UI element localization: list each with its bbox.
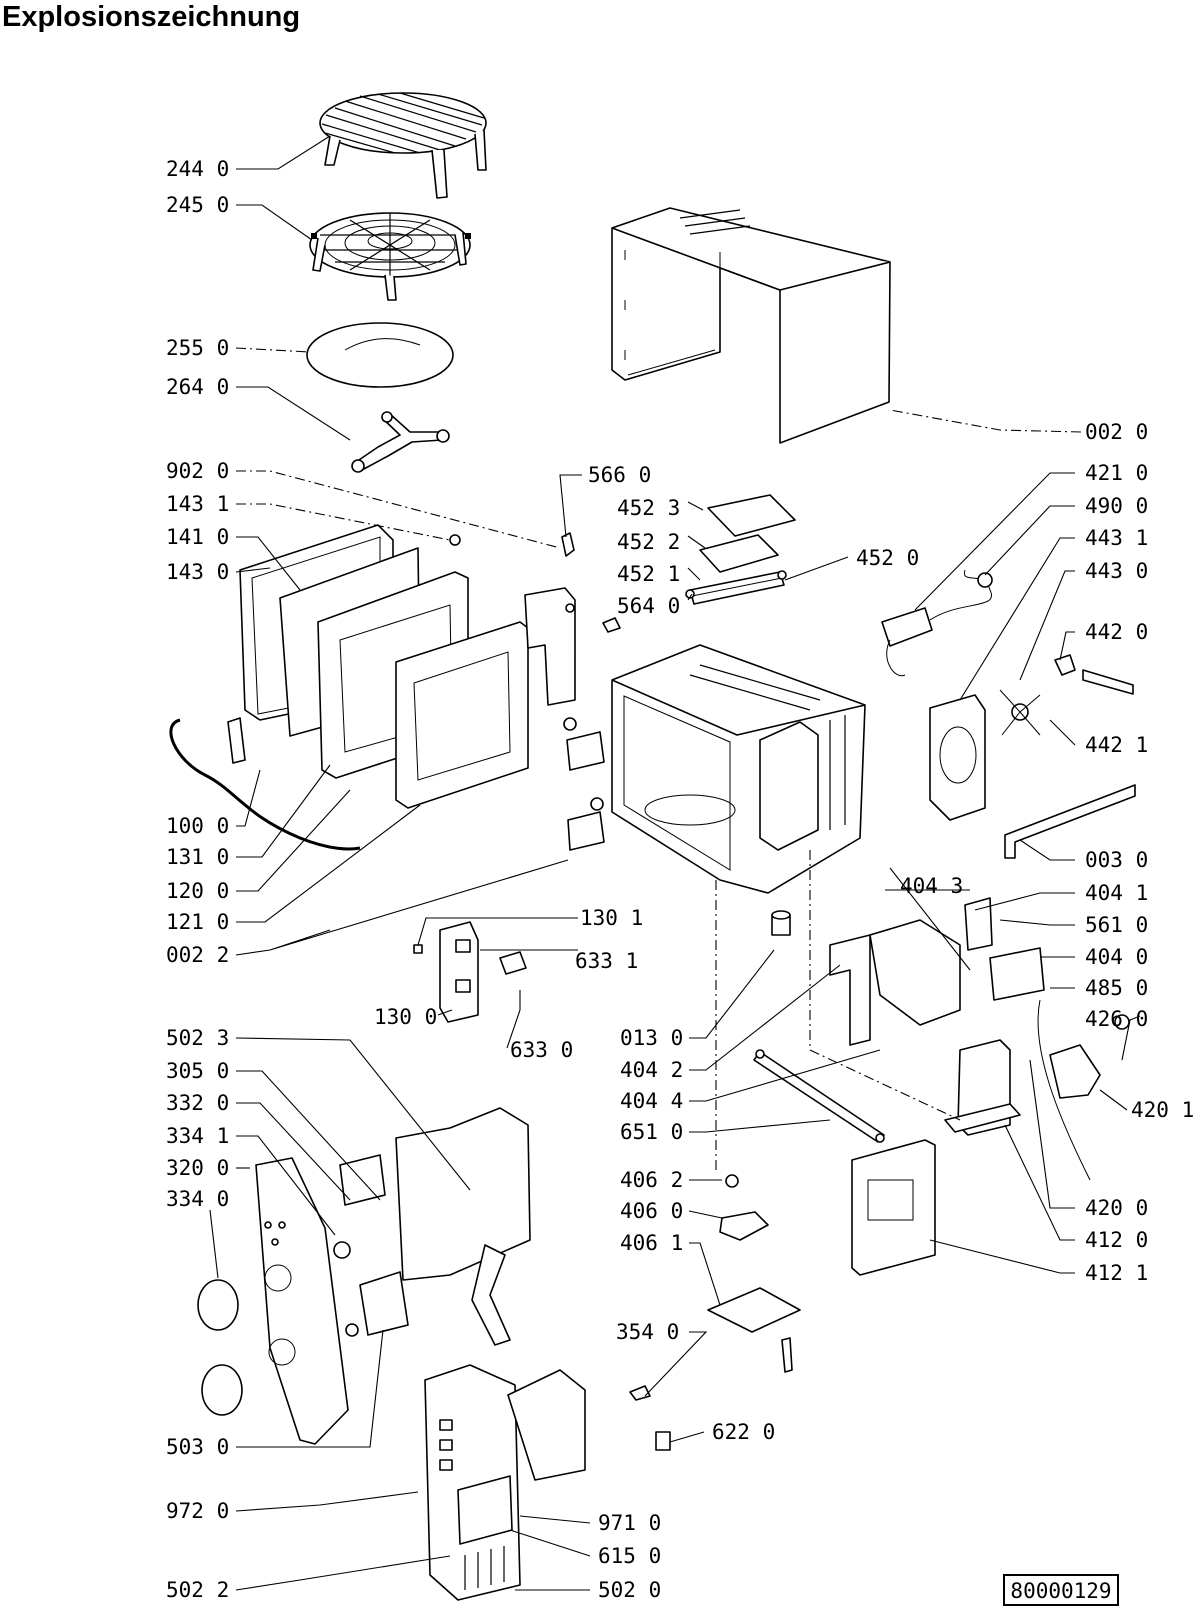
part-capacitor-420	[1037, 999, 1130, 1181]
part-glass-plate-255	[306, 322, 454, 388]
label-502-2: 502 2	[166, 1578, 229, 1602]
label-420-0: 420 0	[1085, 1196, 1148, 1220]
part-lamp-354	[629, 1385, 671, 1451]
label-426: 426 0	[1085, 1007, 1148, 1031]
label-490: 490 0	[1085, 494, 1148, 518]
drawing-number-box: 80000129	[1003, 1574, 1119, 1606]
leader-lines	[209, 135, 1141, 1591]
part-interlock-switches-130	[413, 921, 527, 1023]
part-stirrer-406	[707, 1174, 801, 1373]
label-120: 120 0	[166, 879, 229, 903]
part-rack-245	[309, 212, 471, 301]
label-971: 971 0	[598, 1511, 661, 1535]
label-406-2: 406 2	[620, 1168, 683, 1192]
part-door-assembly	[169, 524, 529, 851]
label-245: 245 0	[166, 193, 229, 217]
label-615: 615 0	[598, 1544, 661, 1568]
part-grill-452	[685, 494, 796, 605]
label-566: 566 0	[588, 463, 651, 487]
label-404-2: 404 2	[620, 1058, 683, 1082]
label-622: 622 0	[712, 1420, 775, 1444]
label-002-2: 002 2	[166, 943, 229, 967]
label-452-2: 452 2	[617, 530, 680, 554]
label-485: 485 0	[1085, 976, 1148, 1000]
label-320: 320 0	[166, 1156, 229, 1180]
label-502-0: 502 0	[598, 1578, 661, 1602]
label-334-1: 334 1	[166, 1124, 229, 1148]
part-hinge-plates	[563, 717, 605, 851]
part-housing-002	[611, 207, 891, 444]
part-switch-566	[561, 532, 621, 633]
label-421: 421 0	[1085, 461, 1148, 485]
label-404-3: 404 3	[900, 874, 963, 898]
label-503: 503 0	[166, 1435, 229, 1459]
part-roller-support-264	[351, 411, 450, 473]
label-354: 354 0	[616, 1320, 679, 1344]
part-rack-244	[319, 92, 487, 199]
label-143-1: 143 1	[166, 492, 229, 516]
label-420-1: 420 1	[1131, 1098, 1193, 1122]
label-452-3: 452 3	[617, 496, 680, 520]
label-633-1: 633 1	[575, 949, 638, 973]
label-502-3: 502 3	[166, 1026, 229, 1050]
label-412-0: 412 0	[1085, 1228, 1148, 1252]
label-443-0: 443 0	[1085, 559, 1148, 583]
label-561: 561 0	[1085, 913, 1148, 937]
part-oven-cavity	[611, 644, 866, 894]
label-406-1: 406 1	[620, 1231, 683, 1255]
part-rail-651	[753, 1049, 885, 1143]
label-404-0: 404 0	[1085, 945, 1148, 969]
label-255: 255 0	[166, 336, 229, 360]
label-442-0: 442 0	[1085, 620, 1148, 644]
label-404-1: 404 1	[1085, 881, 1148, 905]
label-442-1: 442 1	[1085, 733, 1148, 757]
part-power-board-502	[424, 1364, 586, 1601]
label-332: 332 0	[166, 1091, 229, 1115]
part-mains-cable-421	[881, 569, 993, 677]
label-143-0: 143 0	[166, 560, 229, 584]
label-902: 902 0	[166, 459, 229, 483]
label-305: 305 0	[166, 1059, 229, 1083]
drawing-number: 80000129	[1010, 1579, 1111, 1603]
label-452-0: 452 0	[856, 546, 919, 570]
part-transformer-bracket-404	[829, 897, 1045, 1136]
label-100: 100 0	[166, 814, 229, 838]
part-magnetron-412	[851, 1139, 936, 1276]
part-bar-003	[1004, 784, 1136, 859]
label-406-0: 406 0	[620, 1199, 683, 1223]
label-002-0: 002 0	[1085, 420, 1148, 444]
part-control-panel-503	[197, 1157, 349, 1445]
label-131: 131 0	[166, 845, 229, 869]
label-141: 141 0	[166, 525, 229, 549]
label-003: 003 0	[1085, 848, 1148, 872]
label-013: 013 0	[620, 1026, 683, 1050]
label-412-1: 412 1	[1085, 1261, 1148, 1285]
label-244: 244 0	[166, 157, 229, 181]
label-130-0: 130 0	[374, 1005, 437, 1029]
part-hinge-902	[524, 587, 576, 706]
part-fan-443	[929, 654, 1076, 821]
label-264: 264 0	[166, 375, 229, 399]
part-foot-013	[771, 910, 791, 936]
label-651: 651 0	[620, 1120, 683, 1144]
label-443-1: 443 1	[1085, 526, 1148, 550]
label-121: 121 0	[166, 910, 229, 934]
part-number-labels: 244 0 245 0 255 0 264 0 902 0 143 1 141 …	[166, 157, 1193, 1602]
part-fan-bracket-442	[1082, 669, 1134, 695]
label-564: 564 0	[617, 594, 680, 618]
label-452-1: 452 1	[617, 562, 680, 586]
part-control-electronics-305	[333, 1107, 531, 1346]
label-972: 972 0	[166, 1499, 229, 1523]
label-404-4: 404 4	[620, 1089, 683, 1113]
label-130-1: 130 1	[580, 906, 643, 930]
label-633-0: 633 0	[510, 1038, 573, 1062]
label-334-0: 334 0	[166, 1187, 229, 1211]
page-title: Explosionszeichnung	[2, 1, 300, 33]
